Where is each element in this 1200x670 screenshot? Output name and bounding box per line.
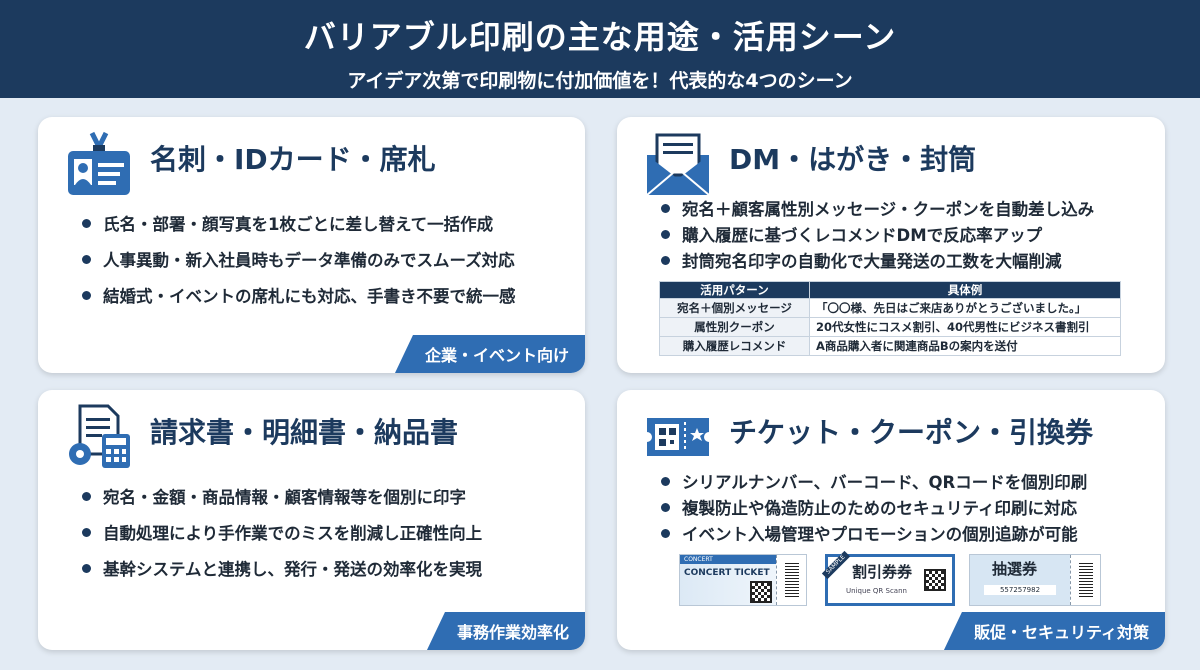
feature-list: 宛名・金額・商品情報・顧客情報等を個別に印字 自動処理により手作業でのミスを削減…	[82, 478, 482, 586]
ticket-caption: Unique QR Scann	[846, 587, 907, 595]
table-cell: 購入履歴レコメンド	[659, 336, 810, 356]
ticket-stub	[776, 555, 806, 605]
card-title: チケット・クーポン・引換券	[729, 416, 1094, 449]
concert-ticket-sample: CONCERT CONCERT TICKET	[679, 554, 807, 606]
page-title: バリアブル印刷の主な用途・活用シーン	[303, 18, 897, 56]
discount-ticket-sample: SAMPLE 割引券券 Unique QR Scann	[821, 550, 955, 606]
envelope-letter-icon	[646, 133, 710, 196]
card-title: DM・はがき・封筒	[729, 143, 977, 176]
category-badge: 事務作業効率化	[426, 612, 585, 650]
page-subtitle: アイデア次第で印刷物に付加価値を！代表的な4つのシーン	[347, 70, 853, 92]
ticket-title: CONCERT TICKET	[684, 568, 770, 578]
ticket-stub	[1070, 555, 1100, 605]
card-invoices: 請求書・明細書・納品書 宛名・金額・商品情報・顧客情報等を個別に印字 自動処理に…	[38, 390, 585, 650]
table-header: 活用パターン	[659, 281, 810, 299]
table-row: 宛名＋個別メッセージ「〇〇様、先日はご来店ありがとうございました。」	[659, 298, 1121, 318]
table-cell: 属性別クーポン	[659, 317, 810, 337]
card-business-cards: 名刺・IDカード・席札 氏名・部署・顔写真を1枚ごとに差し替えて一括作成 人事異…	[38, 117, 585, 373]
feature-list: 氏名・部署・顔写真を1枚ごとに差し替えて一括作成 人事異動・新入社員時もデータ準…	[82, 205, 516, 313]
list-item: 人事異動・新入社員時もデータ準備のみでスムーズ対応	[82, 241, 516, 277]
ticket-serial: 557257982	[984, 585, 1056, 595]
lottery-ticket-sample: 抽選券 557257982	[969, 554, 1101, 606]
list-item: 結婚式・イベントの席札にも対応、手書き不要で統一感	[82, 277, 516, 313]
list-item: 自動処理により手作業でのミスを削減し正確性向上	[82, 514, 482, 550]
category-badge: 販促・セキュリティ対策	[943, 612, 1165, 650]
document-calculator-gear-icon	[69, 404, 130, 468]
ticket-label: CONCERT	[680, 555, 776, 564]
list-item: 宛名＋顧客属性別メッセージ・クーポンを自動差し込み	[661, 195, 1094, 221]
qr-code-icon	[924, 569, 946, 591]
category-badge: 企業・イベント向け	[394, 335, 585, 373]
list-item: 氏名・部署・顔写真を1枚ごとに差し替えて一括作成	[82, 205, 516, 241]
card-tickets: チケット・クーポン・引換券 シリアルナンバー、バーコード、QRコードを個別印刷 …	[617, 390, 1165, 650]
list-item: イベント入場管理やプロモーションの個別追跡が可能	[661, 520, 1087, 546]
ticket-title: 抽選券	[992, 560, 1038, 578]
table-cell: A商品購入者に関連商品Bの案内を送付	[809, 336, 1121, 356]
usage-table: 活用パターン具体例 宛名＋個別メッセージ「〇〇様、先日はご来店ありがとうございま…	[659, 281, 1121, 356]
table-cell: 20代女性にコスメ割引、40代男性にビジネス書割引	[809, 317, 1121, 337]
barcode-icon	[1079, 563, 1093, 597]
list-item: 基幹システムと連携し、発行・発送の効率化を実現	[82, 550, 482, 586]
card-direct-mail: DM・はがき・封筒 宛名＋顧客属性別メッセージ・クーポンを自動差し込み 購入履歴…	[617, 117, 1165, 373]
barcode-icon	[785, 563, 799, 597]
feature-list: 宛名＋顧客属性別メッセージ・クーポンを自動差し込み 購入履歴に基づくレコメンドD…	[661, 195, 1094, 273]
ticket-title: 割引券券	[852, 563, 913, 581]
table-cell: 宛名＋個別メッセージ	[659, 298, 810, 318]
id-card-icon	[68, 131, 130, 195]
list-item: 購入履歴に基づくレコメンドDMで反応率アップ	[661, 221, 1094, 247]
qr-code-icon	[750, 581, 772, 603]
list-item: 封筒宛名印字の自動化で大量発送の工数を大幅削減	[661, 247, 1094, 273]
list-item: 複製防止や偽造防止のためのセキュリティ印刷に対応	[661, 494, 1087, 520]
table-header: 具体例	[809, 281, 1121, 299]
ticket-label: SAMPLE	[821, 550, 851, 580]
header: バリアブル印刷の主な用途・活用シーン アイデア次第で印刷物に付加価値を！代表的な…	[0, 0, 1200, 98]
table-cell: 「〇〇様、先日はご来店ありがとうございました。」	[809, 298, 1121, 318]
card-title: 請求書・明細書・納品書	[150, 416, 459, 449]
list-item: 宛名・金額・商品情報・顧客情報等を個別に印字	[82, 478, 482, 514]
list-item: シリアルナンバー、バーコード、QRコードを個別印刷	[661, 468, 1087, 494]
feature-list: シリアルナンバー、バーコード、QRコードを個別印刷 複製防止や偽造防止のためのセ…	[661, 468, 1087, 546]
ticket-qr-icon	[647, 418, 709, 456]
card-title: 名刺・IDカード・席札	[150, 143, 436, 176]
